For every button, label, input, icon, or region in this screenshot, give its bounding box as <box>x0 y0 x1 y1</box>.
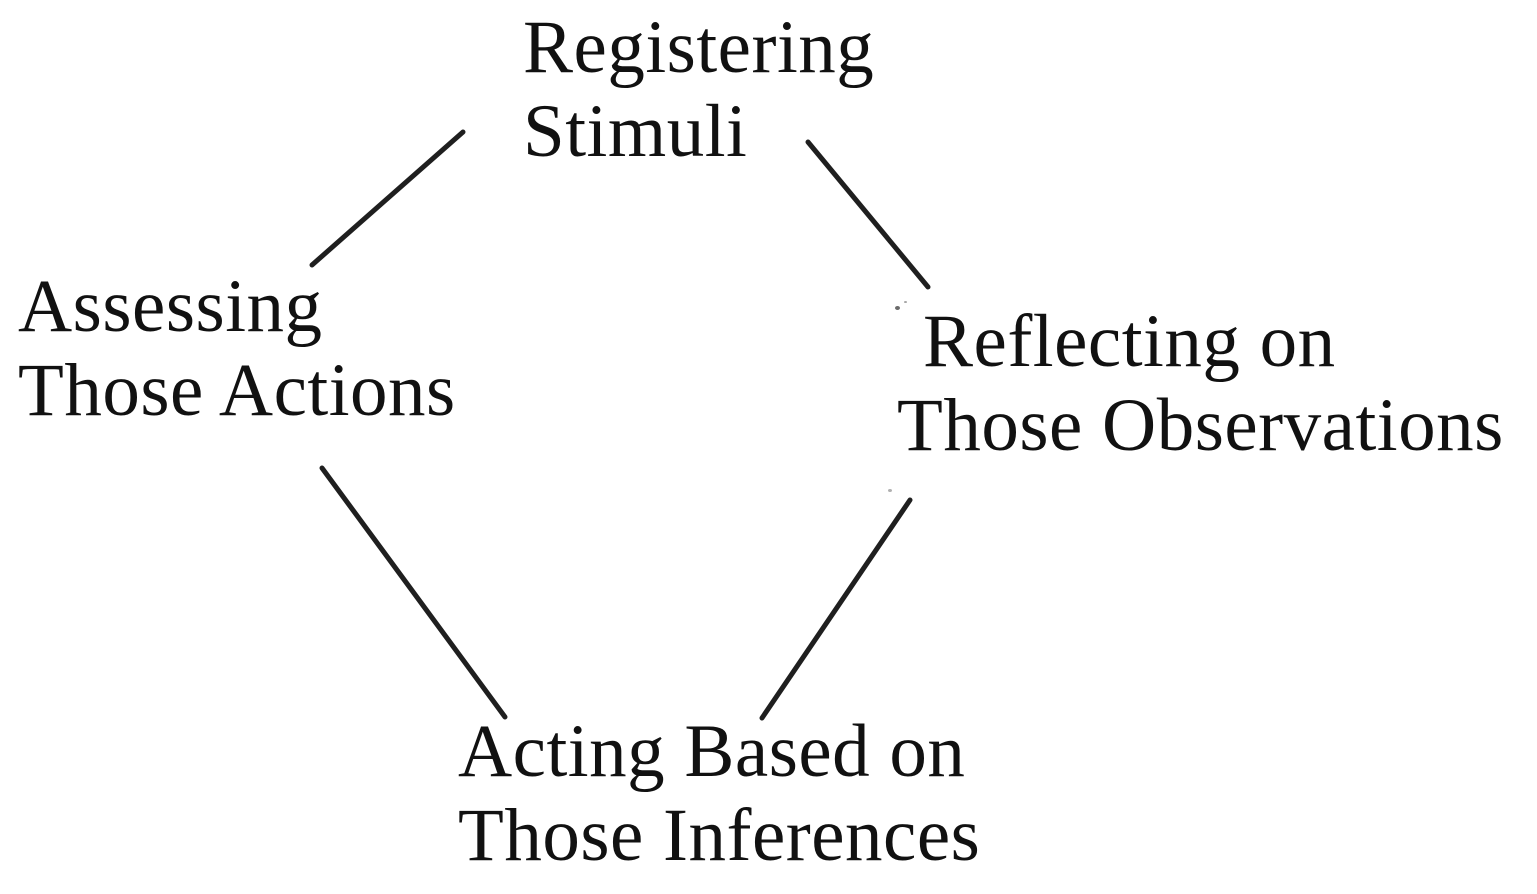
node-label-line: Those Inferences <box>458 794 981 877</box>
node-label-line: Assessing <box>18 265 323 348</box>
artifact-speck <box>904 301 907 303</box>
artifact-speck <box>895 306 900 310</box>
node-label-line: Those Observations <box>897 384 1504 467</box>
connector-line <box>805 139 931 290</box>
artifact-speck <box>888 489 892 492</box>
node-label-line: Acting Based on <box>458 710 966 793</box>
connector-line <box>759 497 913 721</box>
node-reflecting-observations: Reflecting on Those Observations <box>897 300 1504 468</box>
node-acting-inferences: Acting Based on Those Inferences <box>458 710 980 878</box>
connector-line <box>319 465 508 720</box>
node-registering-stimuli: Registering Stimuli <box>523 6 874 174</box>
node-label-line: Reflecting on <box>923 300 1336 383</box>
node-assessing-actions: Assessing Those Actions <box>18 265 456 433</box>
node-label-line: Those Actions <box>18 349 456 432</box>
connector-line <box>309 129 466 268</box>
node-label-line: Registering <box>523 6 875 89</box>
node-label-line: Stimuli <box>523 90 748 173</box>
